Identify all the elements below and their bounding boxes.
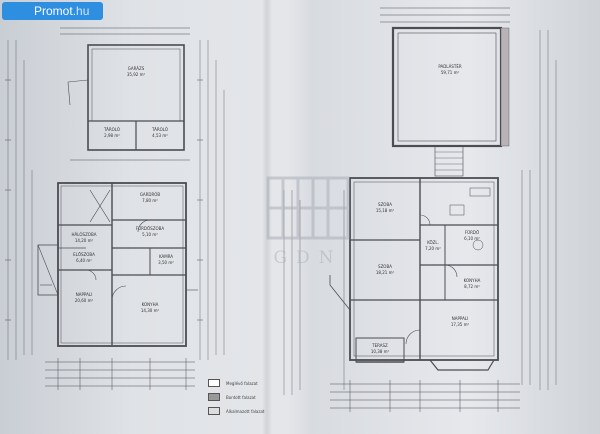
room-label-attic: PADLÁSTÉR (438, 64, 462, 69)
room-label-kitchen-upper: KONYHA (464, 278, 481, 283)
legend-swatch (208, 393, 220, 401)
room-area-bath-upper: 6,10 m² (464, 236, 480, 241)
room-area-living-upper: 17,35 m² (451, 322, 470, 327)
room-area-bedroom: 14,20 m² (75, 238, 94, 243)
legend-swatch (208, 379, 220, 387)
room-area-living: 20,60 m² (75, 298, 94, 303)
room-label-corridor: KÖZL. (427, 240, 439, 245)
room-label-room-1: SZOBA (378, 202, 392, 207)
room-area-room-1: 15,18 m² (376, 208, 395, 213)
room-label-storage-1: TÁROLÓ (103, 127, 120, 132)
room-label-terrace: TERASZ (371, 343, 388, 348)
room-label-bedroom: HÁLÓSZOBA (72, 232, 97, 237)
room-area-storage-2: 4,53 m² (152, 133, 168, 138)
room-label-bathroom: FÜRDŐSZOBA (136, 226, 164, 231)
room-area-hall: 6,40 m² (76, 258, 92, 263)
room-area-pantry: 3,50 m² (158, 260, 174, 265)
legend-item: Alkalmazott falazat (208, 404, 265, 418)
room-label-room-2: SZOBA (378, 264, 392, 269)
room-label-kitchen: KONYHA (142, 302, 159, 307)
drawing-legend: Meglévő falazat Bontott falazat Alkalmaz… (208, 376, 265, 418)
site-logo-link[interactable]: Promot.hu (2, 2, 104, 20)
legend-item: Bontott falazat (208, 390, 265, 404)
watermark-logo: GDN (248, 170, 368, 280)
room-label-hall: ELŐSZOBA (73, 252, 95, 257)
legend-item: Meglévő falazat (208, 376, 265, 390)
watermark-emblem-icon (266, 176, 350, 240)
room-area-wardrobe: 7,80 m² (142, 198, 158, 203)
room-area-corridor: 7,20 m² (425, 246, 441, 251)
room-label-garage: GARÁZS (128, 66, 145, 71)
room-label-living-upper: NAPPALI (452, 316, 468, 321)
room-label-bath-upper: FÜRDŐ (465, 230, 479, 235)
room-area-kitchen: 14,30 m² (141, 308, 160, 313)
room-area-bathroom: 5,10 m² (142, 232, 158, 237)
legend-swatch (208, 407, 220, 415)
room-area-garage: 35,92 m² (127, 72, 146, 77)
watermark-text: GDN (273, 248, 343, 268)
room-label-wardrobe: GARDRÓB (140, 192, 161, 197)
room-area-attic: 59,71 m² (441, 70, 460, 75)
room-label-pantry: KAMRA (159, 254, 173, 259)
room-area-storage-1: 2,98 m² (104, 133, 120, 138)
site-name: Promot (34, 4, 73, 18)
room-area-terrace: 10,38 m² (371, 349, 390, 354)
room-label-living: NAPPALI (76, 292, 92, 297)
site-tld: .hu (72, 4, 90, 18)
room-area-kitchen-upper: 8,72 m² (464, 284, 480, 289)
room-label-storage-2: TÁROLÓ (151, 127, 168, 132)
room-area-room-2: 18,21 m² (376, 270, 395, 275)
